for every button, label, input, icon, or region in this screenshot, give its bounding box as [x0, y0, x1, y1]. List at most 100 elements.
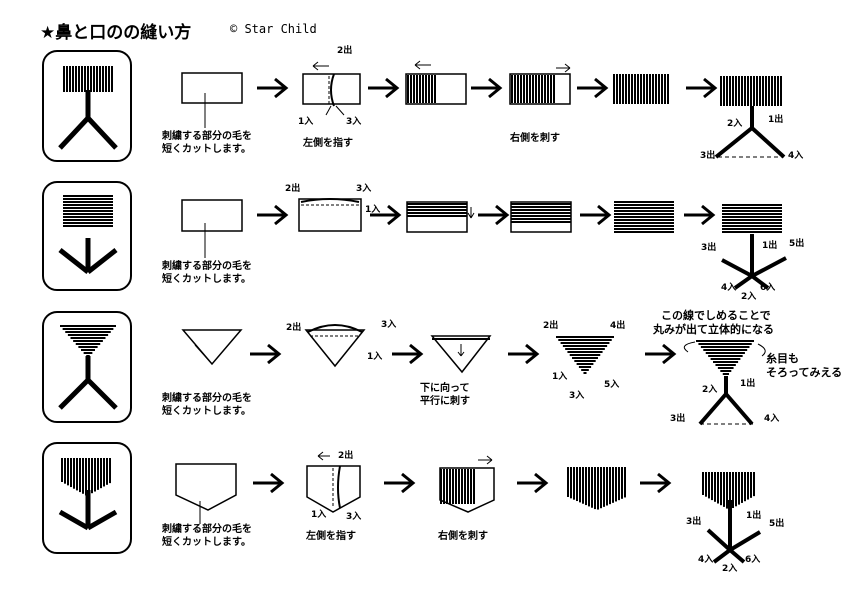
point-label: 3入	[569, 391, 585, 401]
step-arrow-icon	[508, 343, 540, 365]
row-2-down-arrow	[467, 207, 475, 219]
point-label: 2出	[337, 46, 353, 56]
point-label: 4入	[721, 283, 737, 293]
point-label: 1入	[365, 205, 381, 215]
step-arrow-icon	[392, 343, 424, 365]
step-arrow-icon	[686, 77, 718, 99]
row-1-stitch-line	[325, 105, 332, 116]
point-label: 3出	[686, 517, 702, 527]
point-label: 2入	[727, 119, 743, 129]
row-1-arrow-4	[577, 77, 609, 99]
row-3	[42, 311, 766, 426]
row-2-curved-guide	[300, 198, 360, 203]
point-label: 5出	[789, 239, 805, 249]
point-label: 2出	[286, 323, 302, 333]
page-title: ★鼻と口のの縫い方	[40, 23, 192, 43]
row-3-final-nose	[696, 340, 754, 378]
row-4-final-mouth	[706, 500, 762, 564]
row-1-arrow-1	[257, 77, 289, 99]
step-arrow-icon	[577, 77, 609, 99]
step-arrow-icon	[645, 343, 677, 365]
row-1-fabric-step4	[509, 73, 571, 105]
row-3-striped-triangle-1	[556, 336, 614, 374]
row-1-left-arrow	[312, 61, 329, 71]
point-label: 2入	[702, 385, 718, 395]
step-arrow-icon	[368, 77, 400, 99]
row-2-icon-frame	[42, 181, 132, 291]
point-label: 1出	[768, 115, 784, 125]
row-3-round-note-2: 丸みが出て立体的になる	[653, 323, 774, 336]
row-1-right-arrow	[556, 63, 571, 73]
row-1-cut-label-2: 短くカットします。	[162, 144, 251, 155]
row-3-cut-label: 刺繍する部分の毛を	[162, 393, 252, 404]
row-4-fabric-blank	[175, 463, 237, 511]
row-1	[42, 50, 786, 162]
row-1-left-label: 左側を指す	[303, 138, 353, 149]
row-3-fabric-step3	[430, 335, 492, 374]
copyright-credit: © Star Child	[230, 22, 317, 36]
row-3-callout-curve-right	[757, 343, 766, 357]
row-4-cut-label-2: 短くカットします。	[162, 537, 251, 548]
step-arrow-icon	[640, 472, 672, 494]
step-arrow-icon	[517, 472, 549, 494]
row-2-cut-label: 刺繍する部分の毛を	[162, 261, 252, 272]
point-label: 2入	[741, 292, 757, 302]
row-2-icon-mouth	[58, 238, 118, 274]
point-label: 2出	[338, 451, 354, 461]
point-label: 1出	[740, 379, 756, 389]
row-4-final-nose	[702, 472, 755, 510]
point-label: 4入	[788, 151, 804, 161]
row-1-fabric-step3	[405, 73, 467, 105]
row-3-fabric-step2	[304, 329, 366, 368]
row-3-down-label-1: 下に向って	[420, 383, 470, 394]
row-1-curved-guide	[330, 73, 335, 107]
step-arrow-icon	[580, 204, 612, 226]
row-4-icon-mouth	[58, 490, 118, 531]
point-label: 1出	[746, 511, 762, 521]
row-3-icon-nose	[60, 325, 116, 357]
point-label: 5入	[604, 380, 620, 390]
step-arrow-icon	[471, 77, 503, 99]
row-1-icon-nose	[63, 66, 113, 92]
row-3-thread-note-2: そろってみえる	[766, 366, 842, 379]
row-3-thread-note-1: 糸目も	[766, 352, 799, 365]
row-2-final-nose	[722, 204, 782, 233]
row-1-hatch-step4	[511, 75, 555, 103]
step-arrow-icon	[684, 204, 716, 226]
step-arrow-icon	[384, 472, 416, 494]
point-label: 3入	[356, 184, 372, 194]
point-label: 3出	[670, 414, 686, 424]
row-1-icon-frame	[42, 50, 132, 162]
row-1-final-nose	[720, 76, 782, 106]
point-label: 1出	[762, 241, 778, 251]
point-label: 4出	[610, 321, 626, 331]
row-3-callout-curve-left	[683, 341, 696, 353]
point-label: 4入	[764, 414, 780, 424]
row-4-icon-nose	[61, 458, 111, 496]
row-1-final-mouth	[714, 106, 786, 159]
row-4-icon-frame	[42, 442, 132, 554]
row-2-fabric-blank	[181, 199, 243, 232]
point-label: 6入	[760, 283, 776, 293]
row-4-cut-label: 刺繍する部分の毛を	[162, 524, 252, 535]
point-label: 3入	[346, 117, 362, 127]
row-1-fabric-step2	[302, 73, 361, 105]
row-1-arrow-2	[368, 77, 400, 99]
row-1-fabric-blank	[181, 72, 243, 104]
row-4-right-label: 右側を刺す	[438, 531, 488, 542]
row-3-down-label-2: 平行に刺す	[420, 396, 470, 407]
row-2-final-mouth	[721, 234, 787, 290]
row-4-hatched-shield	[567, 467, 626, 510]
row-1-left-arrow-2	[414, 60, 431, 70]
point-label: 6入	[745, 555, 761, 565]
step-arrow-icon	[478, 204, 510, 226]
point-label: 3出	[700, 151, 716, 161]
row-3-fabric-blank	[181, 329, 243, 366]
point-label: 1入	[311, 510, 327, 520]
row-2-icon-nose	[63, 195, 113, 227]
row-1-cut-label: 刺繍する部分の毛を	[162, 131, 252, 142]
point-label: 2出	[543, 321, 559, 331]
row-3-icon-frame	[42, 311, 132, 423]
row-1-arrow-5	[686, 77, 718, 99]
